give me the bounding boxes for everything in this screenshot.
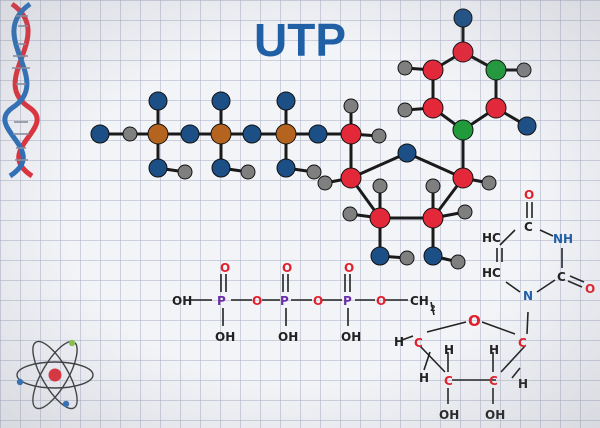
- atom-oxygen-o1: [90, 124, 110, 144]
- dna-helix-icon: [2, 1, 40, 179]
- uracil-n3: NH: [553, 232, 573, 246]
- atom-phosphorus-p1: [147, 123, 169, 145]
- atom-icon: [16, 339, 94, 410]
- atom-carbon-c4: [340, 167, 362, 189]
- atom-oxygen-o3: [242, 124, 262, 144]
- phosphate-2-bridge-oxygen: O: [313, 294, 323, 308]
- ribose-c1: C: [518, 336, 527, 350]
- atom-hydrogen-h_b1: [177, 164, 193, 180]
- atom-hydrogen-h3u: [372, 178, 388, 194]
- atom-carbon-c6: [422, 97, 444, 119]
- atom-carbon-c2u: [485, 97, 507, 119]
- ribose-c2: C: [489, 374, 498, 388]
- atom-hydrogen-h3n: [516, 62, 532, 78]
- atom-carbon-c3: [369, 207, 391, 229]
- ribose-h-c4-bottom: H: [419, 371, 429, 385]
- atom-carbon-c1: [452, 167, 474, 189]
- ribose-h-c3-top: H: [444, 343, 454, 357]
- atom-hydrogen-h3a: [342, 206, 358, 222]
- phosphate-1-bridge-oxygen: O: [252, 294, 262, 308]
- atom-phosphorus-p3: [275, 123, 297, 145]
- uracil-oxygen-c2: O: [585, 282, 595, 296]
- atom-hydrogen-h2u: [425, 178, 441, 194]
- atom-oxygen-o_b3: [276, 158, 296, 178]
- atom-hydrogen-h5a: [343, 98, 359, 114]
- atom-oxygen-o2: [180, 124, 200, 144]
- atom-carbon-c4u: [452, 41, 474, 63]
- atom-nitrogen-n1: [452, 119, 474, 141]
- atom-nitrogen-n3: [485, 59, 507, 81]
- atom-hydrogen-h1: [122, 126, 138, 142]
- atom-hydrogen-h5b: [371, 128, 387, 144]
- atom-hydrogen-h_b3: [306, 164, 322, 180]
- atom-hydrogen-h1b: [481, 175, 497, 191]
- atom-carbon-c5u: [422, 59, 444, 81]
- atom-hydrogen-ho3: [399, 250, 415, 266]
- uracil-c5: HC: [482, 266, 501, 280]
- uracil-c6: HC: [482, 231, 501, 245]
- atom-hydrogen-h_b2: [240, 164, 256, 180]
- atom-oxygen-o_r: [397, 143, 417, 163]
- title: UTP: [254, 14, 346, 66]
- terminal-hydroxyl: OH: [172, 294, 192, 308]
- phosphate-3-phosphorus: P: [343, 294, 352, 308]
- methylene-label: CH: [410, 294, 429, 308]
- phosphate-2-oxygen-top: O: [282, 261, 292, 275]
- ball-and-stick-model: [90, 8, 537, 270]
- atom-phosphorus-p2: [210, 123, 232, 145]
- phosphate-2-hydroxyl: OH: [278, 330, 298, 344]
- structural-formula: O P OH O O P OH O O P OH O OH CH 2 O C C…: [172, 188, 595, 422]
- atom-oxygen-o2b: [423, 246, 443, 266]
- uracil-oxygen-c4: O: [524, 188, 534, 202]
- ribose-c4: C: [414, 336, 423, 350]
- atom-hydrogen-h4: [317, 175, 333, 191]
- phosphate-2-phosphorus: P: [280, 294, 289, 308]
- atom-carbon-c5: [340, 123, 362, 145]
- phosphate-3-hydroxyl: OH: [341, 330, 361, 344]
- atom-oxygen-o3b: [370, 246, 390, 266]
- ribose-c3: C: [444, 374, 453, 388]
- phosphate-1-hydroxyl: OH: [215, 330, 235, 344]
- ribose-ring-oxygen: O: [468, 312, 481, 330]
- ribose-h-c4-left: H: [394, 335, 404, 349]
- atom-oxygen-o4: [308, 124, 328, 144]
- atom-hydrogen-h2a: [457, 204, 473, 220]
- phosphate-3-bridge-oxygen: O: [376, 294, 386, 308]
- phosphate-1-phosphorus: P: [217, 294, 226, 308]
- methylene-subscript: 2: [430, 304, 436, 313]
- atom-oxygen-o_t3: [276, 91, 296, 111]
- atom-oxygen-o_t1: [148, 91, 168, 111]
- uracil-c2: C: [557, 270, 566, 284]
- atom-hydrogen-ho2: [450, 254, 466, 270]
- ribose-h-c1-bottom: H: [518, 377, 528, 391]
- atom-hydrogen-h5u: [397, 60, 413, 76]
- atom-oxygen-o_b1: [148, 158, 168, 178]
- atom-oxygen-o_t2: [211, 91, 231, 111]
- ribose-h-c2-top: H: [489, 343, 499, 357]
- atom-oxygen-o4u: [453, 8, 473, 28]
- atom-oxygen-o_b2: [211, 158, 231, 178]
- phosphate-3-oxygen-top: O: [344, 261, 354, 275]
- ribose-hydroxyl-c2: OH: [485, 408, 505, 422]
- atom-carbon-c2: [422, 207, 444, 229]
- uracil-c4: C: [524, 220, 533, 234]
- ribose-hydroxyl-c3: OH: [439, 408, 459, 422]
- atom-hydrogen-h6: [397, 102, 413, 118]
- atom-oxygen-o2u: [517, 116, 537, 136]
- phosphate-1-oxygen-top: O: [220, 261, 230, 275]
- uracil-n1: N: [523, 289, 533, 303]
